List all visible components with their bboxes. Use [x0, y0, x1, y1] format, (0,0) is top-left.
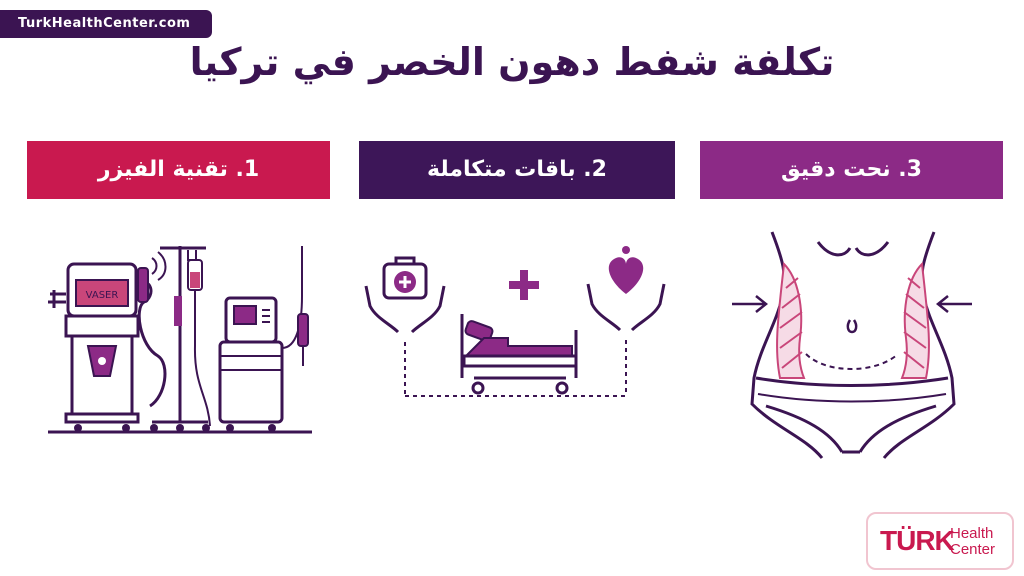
banner-complete-packages: 2. باقات متكاملة — [359, 141, 675, 199]
iv-stand-icon — [150, 246, 211, 432]
vaser-machine-icon: VASER — [48, 251, 167, 432]
packages-illustration — [362, 246, 672, 406]
turk-health-center-logo: TÜRK Health Center — [866, 512, 1014, 570]
banner-vaser-technology: 1. تقنية الفيزر — [27, 141, 330, 199]
banner-precise-sculpting: 3. نحت دقيق — [700, 141, 1003, 199]
page-title: تكلفة شفط دهون الخصر في تركيا — [189, 40, 835, 84]
vaser-equipment-illustration: VASER — [40, 236, 320, 441]
waist-body-icon — [732, 231, 972, 459]
waist-sculpting-illustration — [726, 228, 976, 464]
hospital-bed-icon — [460, 314, 578, 395]
logo-center-text: Center — [950, 541, 996, 558]
logo-health-text: Health — [950, 525, 994, 542]
medical-device-icon — [218, 246, 309, 432]
heart-hands-icon — [586, 246, 666, 396]
plus-icon — [509, 270, 539, 300]
medical-kit-hands-icon — [364, 256, 446, 396]
logo-turk-text: TÜRK — [880, 525, 955, 556]
vaser-screen-label: VASER — [86, 290, 119, 301]
site-url-tag: TurkHealthCenter.com — [0, 10, 212, 38]
